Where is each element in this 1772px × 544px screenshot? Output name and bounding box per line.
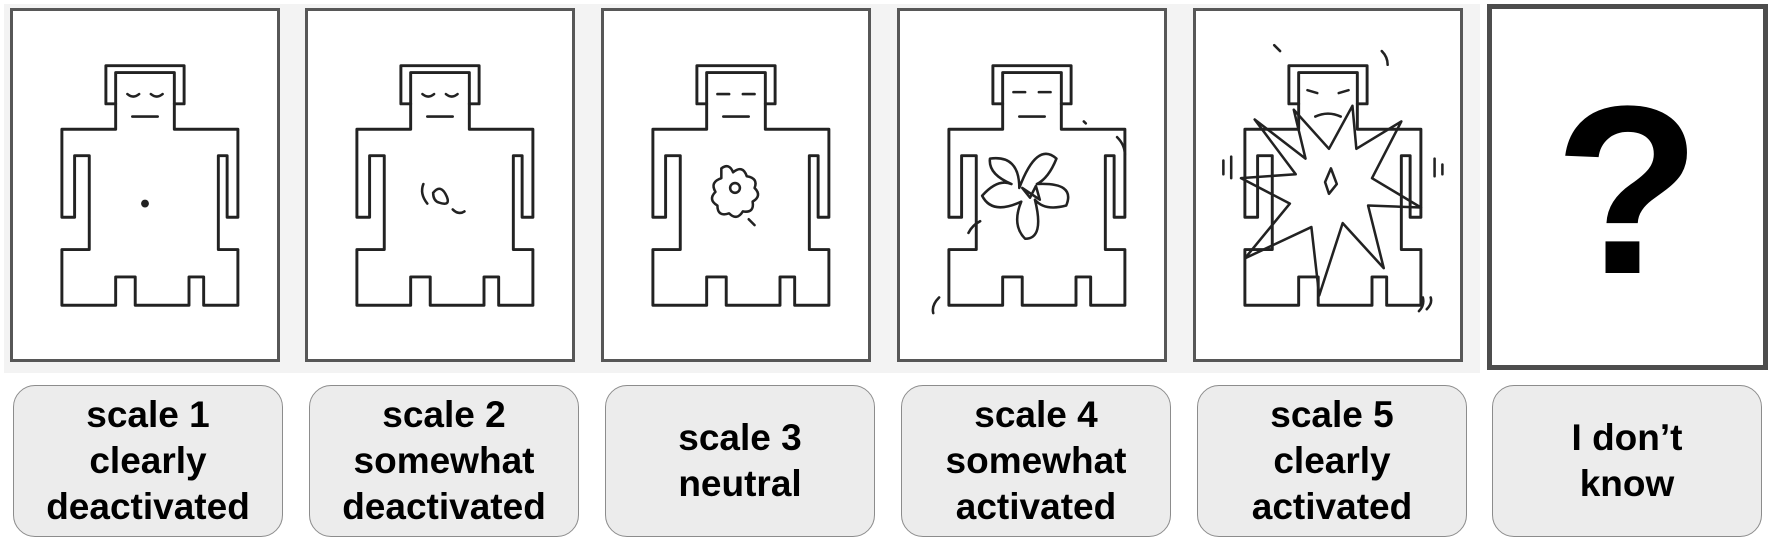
sam-figure-deactivated-icon bbox=[60, 64, 240, 307]
sam-card-3[interactable] bbox=[601, 8, 871, 362]
scale-1-descriptor-2: deactivated bbox=[46, 486, 250, 527]
scale-1-title: scale 1 bbox=[86, 394, 210, 435]
scale-2-button[interactable]: scale 2 somewhat deactivated bbox=[309, 385, 579, 537]
scale-4-button[interactable]: scale 4 somewhat activated bbox=[901, 385, 1171, 537]
scale-1-button[interactable]: scale 1 clearly deactivated bbox=[13, 385, 283, 537]
dont-know-button[interactable]: I don’t know bbox=[1492, 385, 1762, 537]
scale-2-title: scale 2 bbox=[382, 394, 506, 435]
scale-3-button[interactable]: scale 3 neutral bbox=[605, 385, 875, 537]
scale-2-descriptor-2: deactivated bbox=[342, 486, 546, 527]
scale-4-descriptor-2: activated bbox=[955, 486, 1117, 527]
scale-3-descriptor: neutral bbox=[678, 463, 802, 504]
sam-figure-somewhat-activated-icon bbox=[931, 64, 1127, 315]
scale-5-button[interactable]: scale 5 clearly activated bbox=[1197, 385, 1467, 537]
question-mark-icon: ? bbox=[1554, 56, 1701, 324]
scale-1-descriptor: clearly bbox=[89, 440, 207, 481]
dont-know-line-1: I don’t bbox=[1571, 417, 1683, 458]
sam-figure-neutral-icon bbox=[651, 64, 831, 307]
scale-4-title: scale 4 bbox=[974, 394, 1098, 435]
sam-card-1[interactable] bbox=[10, 8, 280, 362]
sam-figure-somewhat-deactivated-icon bbox=[355, 64, 535, 307]
sam-figure-activated-icon bbox=[1222, 43, 1444, 313]
sam-card-4[interactable] bbox=[897, 8, 1167, 362]
sam-card-5[interactable] bbox=[1193, 8, 1463, 362]
scale-5-title: scale 5 bbox=[1270, 394, 1394, 435]
scale-4-descriptor: somewhat bbox=[945, 440, 1127, 481]
unknown-card[interactable]: ? bbox=[1487, 4, 1768, 370]
scale-5-descriptor: clearly bbox=[1273, 440, 1391, 481]
dont-know-line-2: know bbox=[1579, 463, 1675, 504]
sam-card-2[interactable] bbox=[305, 8, 575, 362]
scale-5-descriptor-2: activated bbox=[1251, 486, 1413, 527]
scale-3-title: scale 3 bbox=[678, 417, 802, 458]
scale-2-descriptor: somewhat bbox=[353, 440, 535, 481]
